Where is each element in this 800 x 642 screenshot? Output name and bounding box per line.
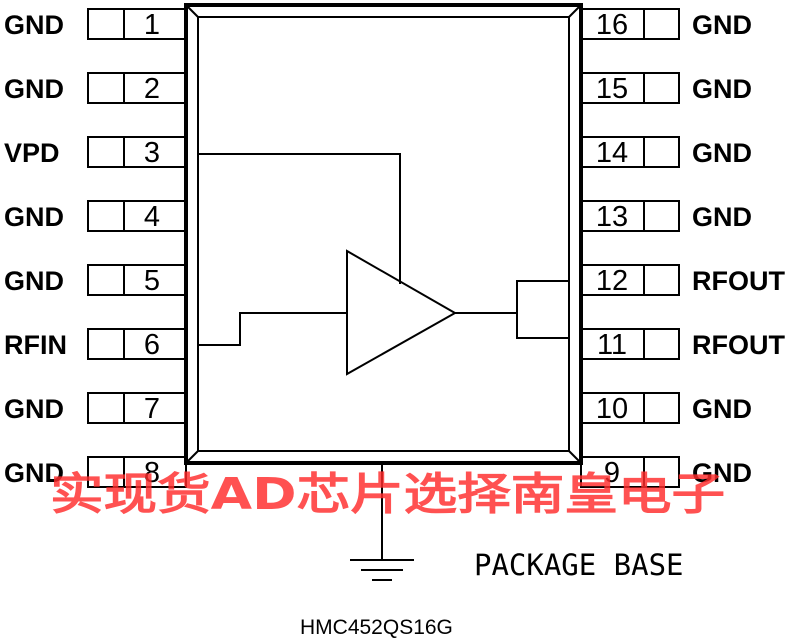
corner-line [568, 4, 582, 18]
pin-box [580, 328, 680, 360]
pin-number: 6 [144, 329, 160, 361]
pin-5: 5 GND [4, 264, 187, 297]
pin-name: RFOUT [692, 330, 785, 360]
pin-16: 16 GND [580, 8, 752, 41]
pin-10: 10 GND [580, 392, 752, 425]
pin-box [87, 392, 187, 424]
pin-name: RFOUT [692, 266, 785, 296]
pin-15: 15 GND [580, 72, 752, 105]
vpd-wire [198, 153, 401, 284]
pin-name: GND [692, 74, 752, 104]
part-number-label: HMC452QS16G [300, 616, 453, 639]
pin-box [580, 72, 680, 104]
pin-box [87, 200, 187, 232]
pin-box [87, 456, 187, 488]
pin-6: 6 RFIN [4, 328, 187, 361]
pin-number: 5 [144, 265, 160, 297]
pin-box [580, 392, 680, 424]
pin-name: GND [4, 266, 64, 296]
pin-number: 8 [144, 457, 160, 489]
pin-number: 4 [144, 201, 160, 233]
amplifier-symbol [346, 249, 458, 376]
pin-number: 13 [596, 201, 628, 233]
pin-name: VPD [4, 138, 60, 168]
pin-number: 3 [144, 137, 160, 169]
pin-name: GND [692, 10, 752, 40]
pin-7: 7 GND [4, 392, 187, 425]
pin-box [87, 8, 187, 40]
package-base-label: PACKAGE BASE [474, 548, 684, 582]
pin-12: 12 RFOUT [580, 264, 785, 297]
rfout-bridge [516, 280, 569, 339]
pin-number: 11 [597, 329, 627, 361]
pin-name: RFIN [4, 330, 67, 360]
pin-13: 13 GND [580, 200, 752, 233]
pin-box [580, 264, 680, 296]
pin-name: GND [4, 10, 64, 40]
pin-2: 2 GND [4, 72, 187, 105]
pin-4: 4 GND [4, 200, 187, 233]
pin-box [87, 328, 187, 360]
pin-8: 8 GND [4, 456, 187, 489]
pin-name: GND [4, 202, 64, 232]
pin-box [580, 200, 680, 232]
pin-name: GND [692, 138, 752, 168]
ic-body-inner [197, 16, 570, 452]
pin-9: 9 GND [580, 456, 752, 489]
pin-11: 11 RFOUT [580, 328, 785, 361]
pin-number: 15 [596, 73, 628, 105]
watermark-text: 实现货AD芯片选择南皇电子 [50, 469, 725, 520]
pin-3: 3 VPD [4, 136, 187, 169]
pin-box [87, 72, 187, 104]
pin-name: GND [692, 394, 752, 424]
pin-name: GND [4, 458, 64, 488]
pin-number: 1 [144, 9, 160, 41]
pin-name: GND [4, 74, 64, 104]
pin-number: 9 [604, 457, 620, 489]
pin-14: 14 GND [580, 136, 752, 169]
pin-box [580, 136, 680, 168]
corner-line [568, 450, 582, 464]
pin-number: 12 [596, 265, 628, 297]
pin-box [87, 264, 187, 296]
pin-number: 16 [596, 9, 628, 41]
pin-number: 10 [596, 393, 628, 425]
pin-box [580, 456, 680, 488]
pin-number: 7 [144, 393, 160, 425]
pin-name: GND [4, 394, 64, 424]
pin-box [580, 8, 680, 40]
corner-line [185, 4, 199, 18]
pin-name: GND [692, 458, 752, 488]
corner-line [185, 450, 199, 464]
pin-number: 14 [596, 137, 628, 169]
rfin-wire [198, 312, 347, 346]
pin-box [87, 136, 187, 168]
pin-name: GND [692, 202, 752, 232]
pin-1: 1 GND [4, 8, 187, 41]
pin-number: 2 [144, 73, 160, 105]
ic-body [184, 3, 583, 465]
